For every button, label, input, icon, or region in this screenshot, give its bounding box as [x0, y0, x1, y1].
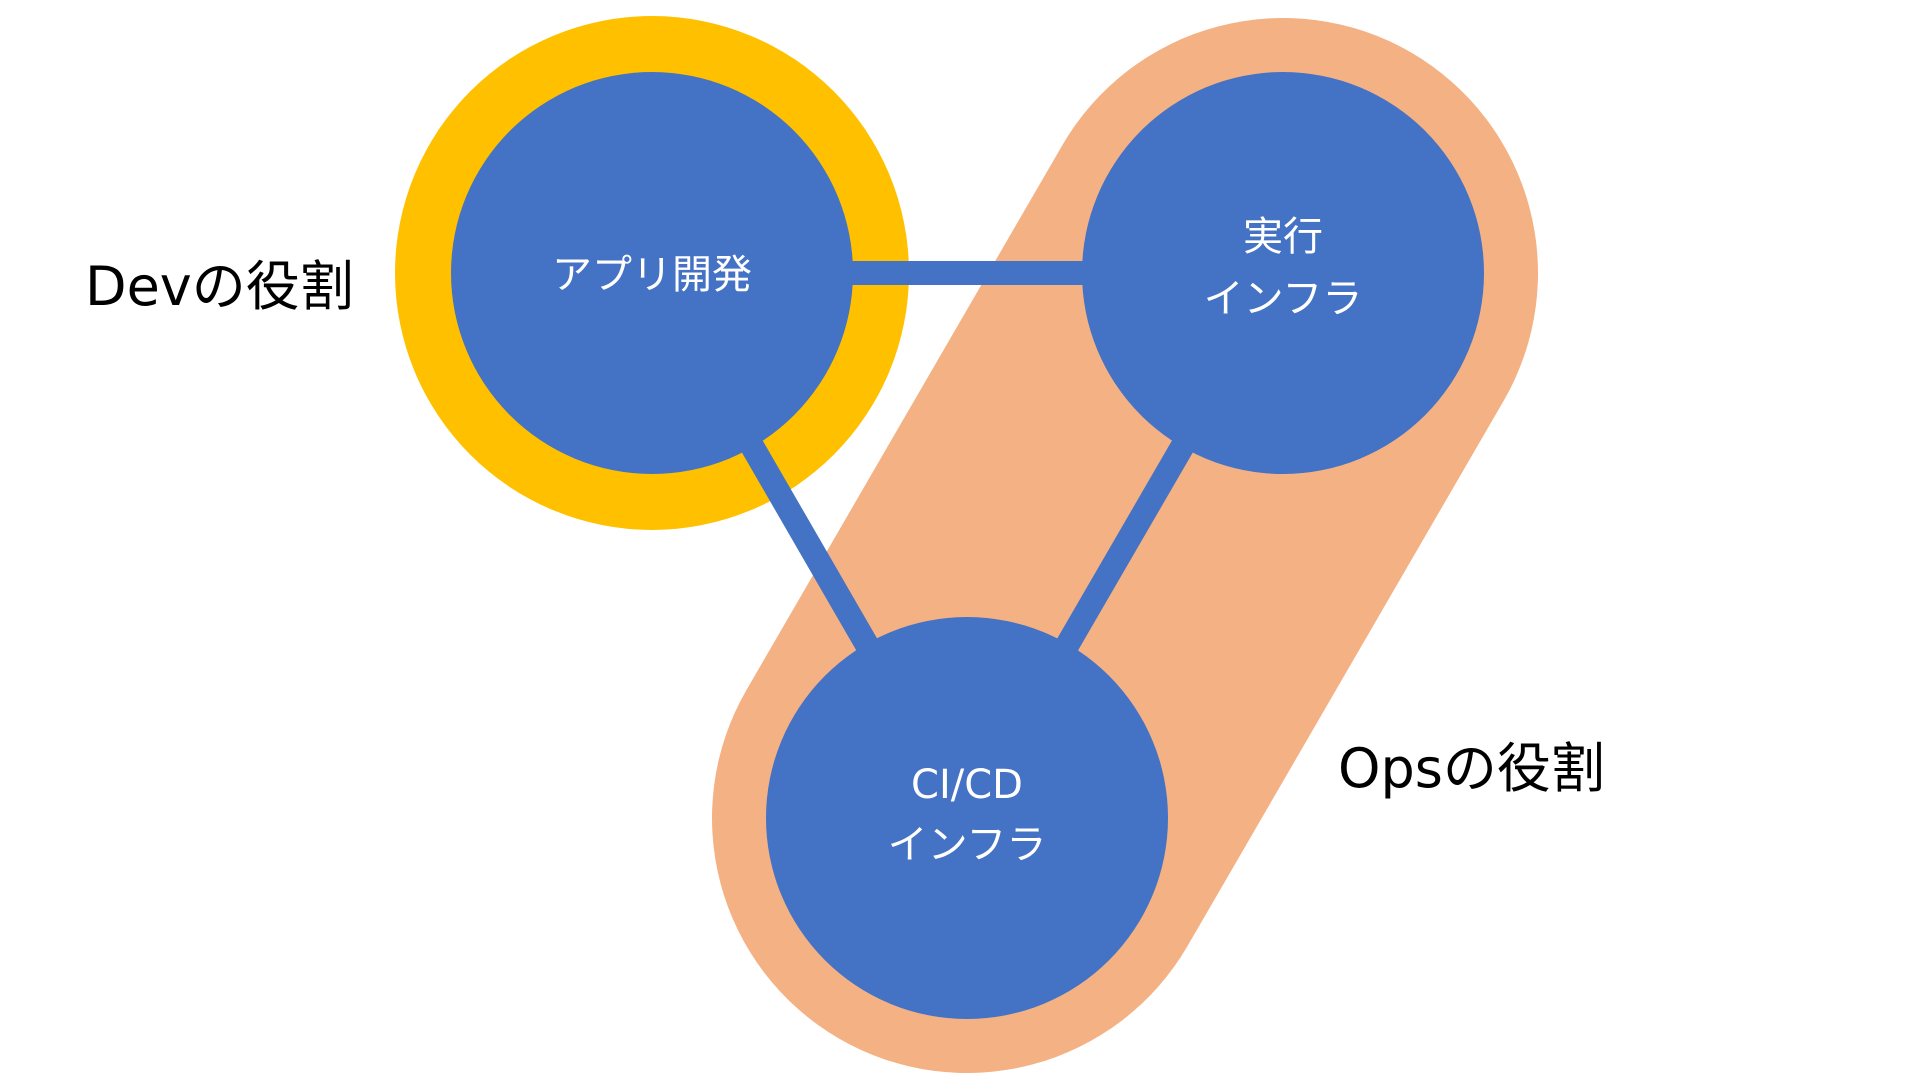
node-cicd-infra-circle [766, 617, 1168, 1019]
node-cicd-infra-label-line1: CI/CD [911, 762, 1023, 808]
node-runtime-infra-label-line2: インフラ [1204, 276, 1363, 322]
node-app-dev-label: アプリ開発 [552, 252, 752, 298]
node-cicd-infra: CI/CD インフラ [766, 617, 1168, 1019]
node-runtime-infra-label-line1: 実行 [1243, 214, 1323, 260]
node-cicd-infra-label-line2: インフラ [888, 822, 1047, 868]
node-runtime-infra-circle [1082, 72, 1484, 474]
node-runtime-infra: 実行 インフラ [1082, 72, 1484, 474]
ops-role-label: Opsの役割 [1338, 737, 1605, 800]
node-app-dev: アプリ開発 [451, 72, 853, 474]
node-app-dev-circle [451, 72, 853, 474]
dev-role-label: Devの役割 [85, 255, 354, 318]
